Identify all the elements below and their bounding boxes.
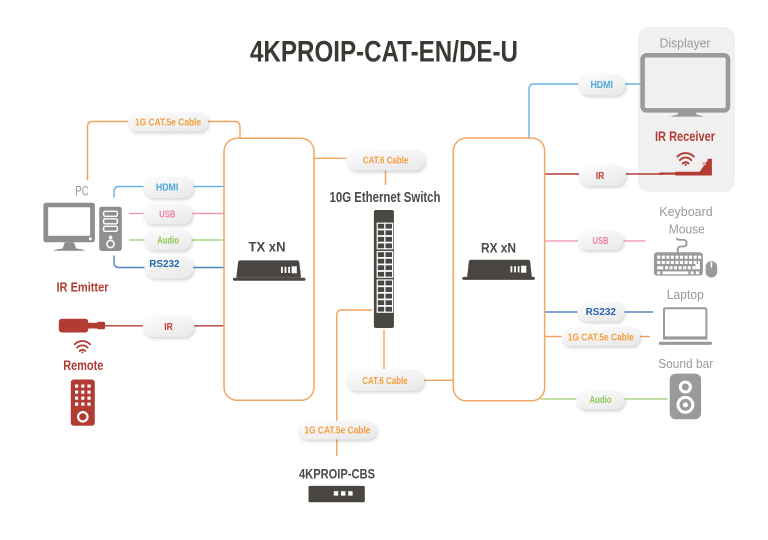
svg-text:HDMI: HDMI: [156, 182, 179, 193]
svg-text:10G Ethernet Switch: 10G Ethernet Switch: [330, 190, 441, 206]
svg-text:Laptop: Laptop: [667, 287, 704, 302]
svg-text:PC: PC: [75, 183, 89, 198]
svg-text:1G CAT.5e Cable: 1G CAT.5e Cable: [568, 332, 634, 343]
svg-text:Audio: Audio: [590, 395, 612, 406]
svg-text:HDMI: HDMI: [590, 80, 613, 91]
svg-text:Remote: Remote: [63, 358, 103, 373]
svg-text:RS232: RS232: [586, 307, 617, 318]
svg-text:IR Emitter: IR Emitter: [57, 280, 109, 294]
svg-text:RS232: RS232: [149, 259, 180, 270]
svg-text:IR: IR: [164, 322, 173, 333]
svg-text:TX xN: TX xN: [249, 240, 286, 255]
svg-text:Audio: Audio: [157, 235, 179, 246]
svg-text:1G CAT.5e Cable: 1G CAT.5e Cable: [135, 118, 201, 129]
svg-text:USB: USB: [593, 236, 609, 247]
svg-text:RX xN: RX xN: [481, 241, 516, 256]
svg-text:Keyboard: Keyboard: [659, 204, 713, 219]
svg-text:Sound bar: Sound bar: [658, 356, 714, 371]
svg-text:CAT.6 Cable: CAT.6 Cable: [363, 155, 409, 166]
svg-text:Mouse: Mouse: [669, 222, 705, 237]
svg-text:Displayer: Displayer: [660, 36, 712, 51]
svg-text:4KPROIP-CAT-EN/DE-U: 4KPROIP-CAT-EN/DE-U: [250, 36, 518, 69]
svg-text:IR Receiver: IR Receiver: [655, 128, 715, 144]
svg-text:4KPROIP-CBS: 4KPROIP-CBS: [299, 466, 375, 482]
svg-text:IR: IR: [596, 171, 605, 182]
svg-text:CAT.6 Cable: CAT.6 Cable: [362, 376, 408, 387]
svg-text:USB: USB: [159, 210, 175, 221]
svg-text:1G CAT.5e Cable: 1G CAT.5e Cable: [304, 426, 370, 437]
